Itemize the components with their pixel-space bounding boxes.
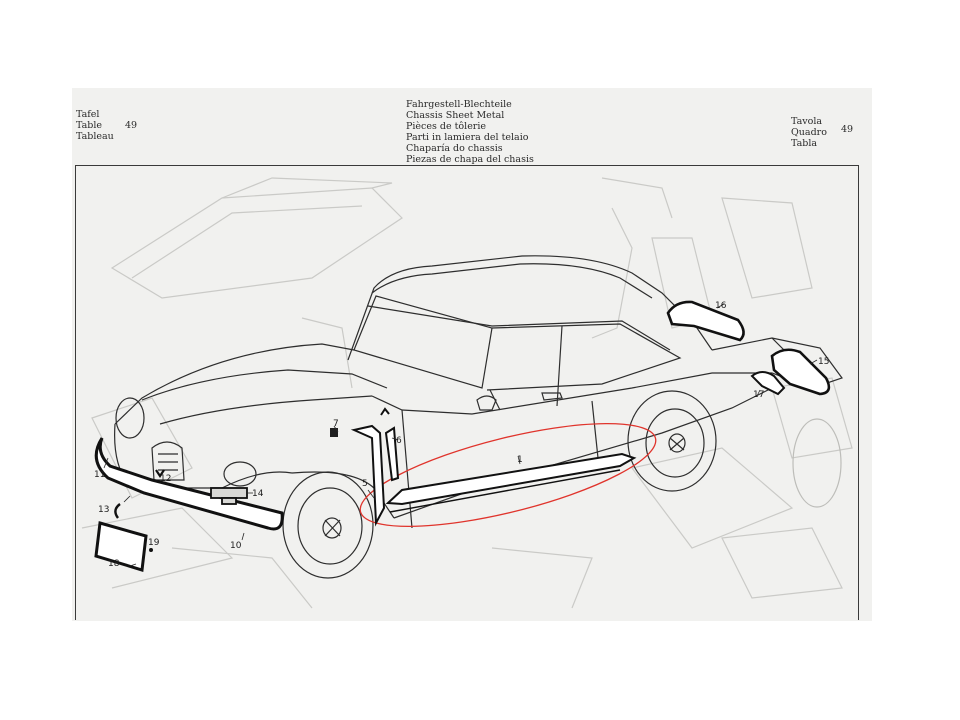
header-title-line: Chaparía do chassis <box>406 143 503 154</box>
car-outline <box>114 255 843 529</box>
header-left-line: Tafel <box>76 109 100 120</box>
callout-18: 18 <box>108 559 120 569</box>
callout-10: 10 <box>230 541 242 551</box>
leader-lines <box>103 303 818 567</box>
part-17-bracket <box>750 371 786 396</box>
callout-13: 13 <box>98 505 109 515</box>
part-7-block <box>330 428 338 437</box>
wheels <box>282 390 842 579</box>
header-right-line: Tavola <box>791 116 823 127</box>
part-15-rear-bumper-right <box>770 348 831 396</box>
part-16-rear-bumper-left <box>666 300 745 342</box>
part-10-11-front-bumper <box>94 437 284 531</box>
part-1-sill-panel <box>385 452 637 513</box>
callout-19: 19 <box>148 538 160 548</box>
callout-16: 16 <box>715 301 727 311</box>
callout-5: 5 <box>362 479 368 489</box>
callout-15: 15 <box>818 357 829 367</box>
header-title-line: Fahrgestell-Blechteile <box>406 99 512 110</box>
header-title-line: Parti in lamiera del telaio <box>406 132 529 143</box>
header-left-line: Table <box>76 120 103 131</box>
part-14-bracket <box>210 487 248 505</box>
catalog-page-scan: Tafel Table Tableau 49 Fahrgestell-Blech… <box>72 88 872 621</box>
header-right-line: Quadro <box>791 127 827 138</box>
callout-11: 11 <box>94 470 105 480</box>
table-number-right: 49 <box>841 124 854 135</box>
header-left: Tafel Table Tableau <box>76 109 114 142</box>
callout-1: 1 <box>517 455 523 465</box>
callout-12: 12 <box>160 474 171 484</box>
part-5-6-pillar <box>350 407 400 527</box>
illustration-frame <box>75 165 859 620</box>
callout-7: 7 <box>333 419 339 429</box>
table-number-left: 49 <box>125 120 138 131</box>
part-12-star <box>155 469 165 478</box>
header-title-line: Chassis Sheet Metal <box>406 110 505 121</box>
part-13-clip <box>114 503 121 519</box>
background-parts <box>81 177 853 609</box>
callout-17: 17 <box>753 390 764 400</box>
part-18-plate <box>94 521 148 572</box>
callout-14: 14 <box>252 489 264 499</box>
header-title-block: Fahrgestell-Blechteile Chassis Sheet Met… <box>406 99 534 165</box>
header-left-line: Tableau <box>76 131 114 142</box>
red-highlight-ellipse <box>359 422 657 528</box>
header-title-line: Pièces de tôlerie <box>406 121 487 132</box>
part-19-screw <box>149 548 153 552</box>
header-right-line: Tabla <box>791 138 818 149</box>
callout-6: 6 <box>396 436 402 446</box>
exploded-car-drawing: 1 5 6 7 10 11 12 13 14 15 16 17 18 19 <box>81 177 853 609</box>
header-right: Tavola Quadro Tabla <box>791 116 827 149</box>
header-title-line: Piezas de chapa del chasis <box>406 154 534 165</box>
